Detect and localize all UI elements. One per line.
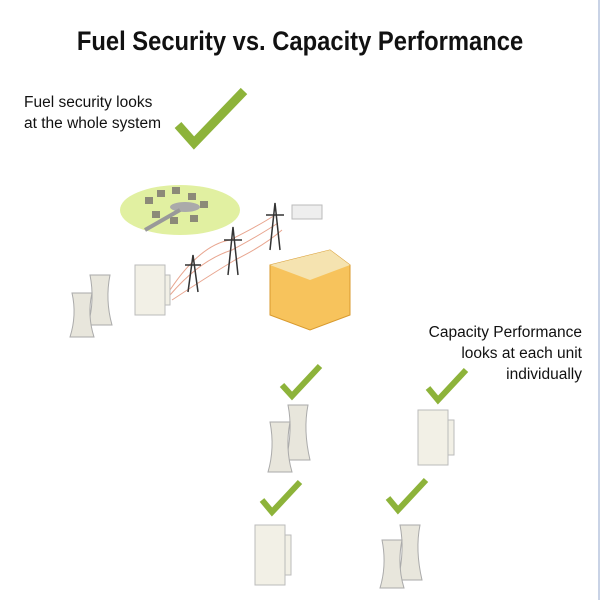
cooling-towers-icon — [267, 404, 311, 473]
houses-icon — [145, 187, 208, 224]
individual-units-illustration — [254, 363, 469, 589]
check-icon — [174, 87, 248, 150]
check-icon — [259, 363, 469, 517]
power-plant-icon — [417, 409, 455, 466]
caption-line: individually — [506, 366, 582, 383]
office-building-icon — [269, 249, 351, 331]
caption-line: looks at each unit — [461, 345, 582, 362]
cooling-towers-icon — [69, 274, 113, 338]
slide-title: Fuel Security vs. Capacity Performance — [76, 26, 524, 56]
caption-line: Fuel security looks — [24, 94, 153, 111]
power-system-illustration — [69, 185, 351, 338]
capacity-performance-caption: Capacity Performance looks at each unit … — [429, 322, 582, 385]
power-plant-icon — [254, 524, 292, 586]
substation-icon — [291, 204, 323, 220]
transmission-tower-icon — [185, 202, 284, 293]
caption-line: Capacity Performance — [428, 324, 582, 341]
caption-line: at the whole system — [24, 115, 161, 132]
power-plant-icon — [134, 264, 171, 316]
cooling-towers-icon — [379, 524, 423, 589]
fuel-security-caption: Fuel security looks at the whole system — [24, 92, 161, 134]
